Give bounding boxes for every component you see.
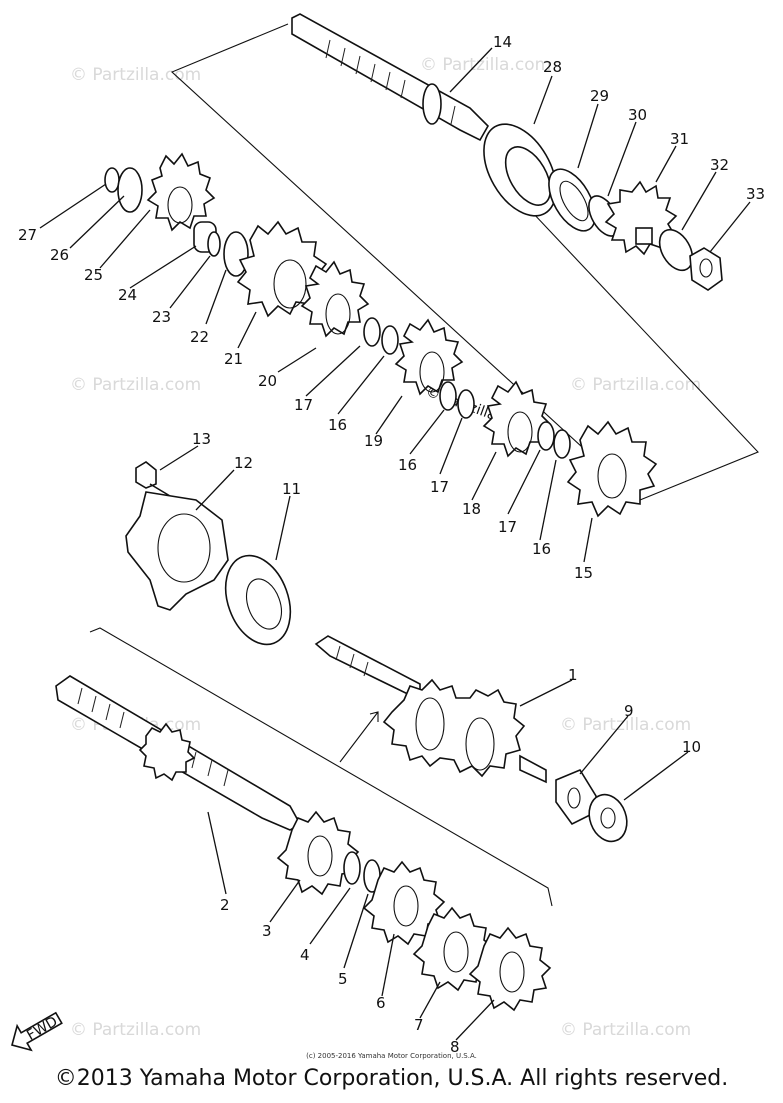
drive-axle xyxy=(291,13,489,142)
callout-5: 5 xyxy=(338,970,348,988)
gear-20-icon xyxy=(300,260,370,338)
callout-32: 32 xyxy=(710,156,729,174)
washer-17c-icon xyxy=(537,421,555,451)
fwd-label: FWD xyxy=(24,1014,60,1044)
watermark: © Partzilla.com xyxy=(560,1020,691,1040)
main-axle-group-bracket xyxy=(89,627,553,907)
callout-17b: 17 xyxy=(430,478,449,496)
callout-17c: 17 xyxy=(498,518,517,536)
callout-9: 9 xyxy=(624,702,634,720)
footer-copyright: ©2013 Yamaha Motor Corporation, U.S.A. A… xyxy=(54,1066,729,1091)
callout-33: 33 xyxy=(746,185,765,203)
watermark: © Partzilla.com xyxy=(70,1020,201,1040)
callout-13: 13 xyxy=(192,430,211,448)
main-axle-1-shaft xyxy=(314,635,421,702)
main-axle-2-gear xyxy=(138,722,196,782)
watermark: © Partzilla.com xyxy=(420,55,551,75)
callout-numbers: 14 28 29 30 31 32 33 27 26 25 24 23 22 2… xyxy=(18,33,765,1056)
circlip-16b-icon xyxy=(439,381,457,411)
callout-28: 28 xyxy=(543,58,562,76)
circlip-23-icon xyxy=(207,231,221,257)
bearing-28-inner xyxy=(504,146,552,206)
gear-18-icon xyxy=(482,380,552,458)
watermark: © Partzilla.com xyxy=(70,65,201,85)
callout-18: 18 xyxy=(462,500,481,518)
callout-31: 31 xyxy=(670,130,689,148)
callout-6: 6 xyxy=(376,994,386,1012)
washer-4-icon xyxy=(343,851,361,885)
lock-washer-32-icon xyxy=(658,228,694,272)
fwd-arrow-icon: FWD xyxy=(11,1011,63,1052)
callout-24: 24 xyxy=(118,286,137,304)
sprocket-hub xyxy=(635,227,653,245)
callout-16a: 16 xyxy=(328,416,347,434)
callout-2: 2 xyxy=(220,896,230,914)
watermark: © Partzilla.com xyxy=(570,375,701,395)
callout-16c: 16 xyxy=(532,540,551,558)
callout-1: 1 xyxy=(568,666,578,684)
callout-23: 23 xyxy=(152,308,171,326)
callout-7: 7 xyxy=(414,1016,424,1034)
gear-19-icon xyxy=(394,318,464,396)
callout-16b: 16 xyxy=(398,456,417,474)
bearing-plate-assembly xyxy=(125,461,292,646)
drive-axle-collar xyxy=(422,83,442,125)
callout-8: 8 xyxy=(450,1038,460,1056)
callout-19: 19 xyxy=(364,432,383,450)
callout-14: 14 xyxy=(493,33,512,51)
main-axle-assembly xyxy=(55,635,628,1012)
bearing-11-icon xyxy=(224,554,292,646)
leader-lines xyxy=(39,47,751,1041)
callout-21: 21 xyxy=(224,350,243,368)
main-axle-1-end xyxy=(519,754,547,784)
callout-29: 29 xyxy=(590,87,609,105)
gear-8-icon xyxy=(468,926,552,1012)
callout-22: 22 xyxy=(190,328,209,346)
callout-25: 25 xyxy=(84,266,103,284)
washer-17b-icon xyxy=(457,389,475,419)
callout-20: 20 xyxy=(258,372,277,390)
callout-3: 3 xyxy=(262,922,272,940)
nut-33-icon xyxy=(689,247,723,291)
main-axle-1-gears-icon xyxy=(382,678,526,778)
callout-12: 12 xyxy=(234,454,253,472)
circlip-16c-icon xyxy=(553,429,571,459)
drive-axle-assembly xyxy=(104,13,723,518)
washer-26-icon xyxy=(117,167,143,213)
callout-15: 15 xyxy=(574,564,593,582)
bolt-13-icon xyxy=(135,461,171,497)
gear-15-icon xyxy=(566,420,658,518)
circlip-16a-icon xyxy=(381,325,399,355)
small-copyright: (c) 2005-2016 Yamaha Motor Corporation, … xyxy=(306,1052,477,1060)
assembly-arrow xyxy=(339,711,379,763)
callout-26: 26 xyxy=(50,246,69,264)
bearing-plate-12-icon xyxy=(125,491,229,611)
callout-27: 27 xyxy=(18,226,37,244)
callout-11: 11 xyxy=(282,480,301,498)
circlip-27-icon xyxy=(104,167,120,193)
watermark: © Partzilla.com xyxy=(560,715,691,735)
callout-17a: 17 xyxy=(294,396,313,414)
watermark: © Partzilla.com xyxy=(70,375,201,395)
callout-10: 10 xyxy=(682,738,701,756)
gear-25-icon xyxy=(146,152,216,232)
callout-4: 4 xyxy=(300,946,310,964)
washer-17a-icon xyxy=(363,317,381,347)
callout-30: 30 xyxy=(628,106,647,124)
oil-seal-10-icon xyxy=(588,793,628,843)
